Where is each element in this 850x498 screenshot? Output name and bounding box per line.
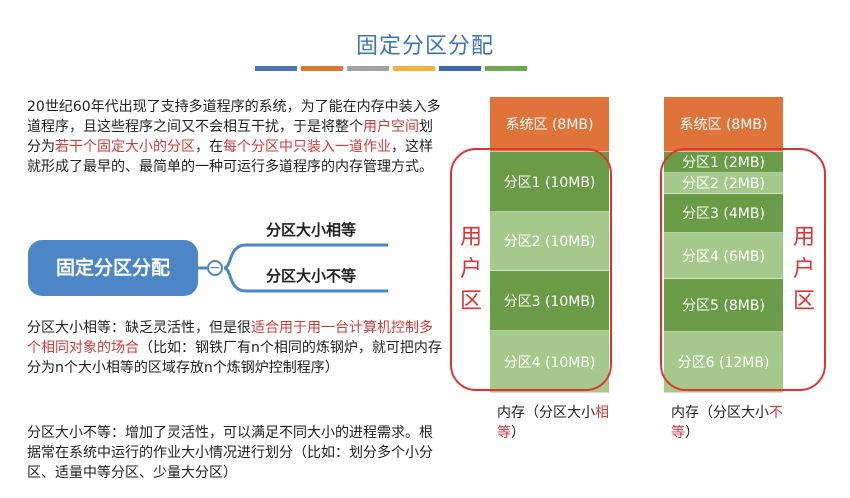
system-area-block: 系统区 (8MB): [490, 97, 609, 152]
unequal-size-description: 分区大小不等：增加了灵活性，可以满足不同大小的进程需求。根据常在系统中运行的作业…: [27, 425, 433, 481]
memory-equal-caption: 内存（分区大小相等）: [497, 405, 609, 441]
mindmap-branch-unequal: 分区大小不等: [266, 267, 357, 285]
collapse-toggle-icon[interactable]: −: [207, 260, 223, 276]
user-area-outline: [450, 148, 612, 391]
memory-unequal-caption: 内存（分区大小不等）: [671, 405, 783, 441]
user-area-outline: [660, 148, 826, 391]
partition-block: 分区2 (10MB): [490, 212, 609, 271]
partition-block: 分区1 (2MB): [664, 152, 783, 173]
highlight-suitable-scenario: 适合用于用一台计算机控制多个相同对象的场合: [27, 320, 433, 356]
mindmap-connectors: [198, 243, 388, 293]
partition-block: 分区3 (4MB): [664, 194, 783, 233]
user-area-label: 用 户 区: [792, 225, 815, 314]
partition-block: 分区4 (6MB): [664, 233, 783, 279]
highlight-fixed-partitions: 若干个固定大小的分区: [55, 139, 195, 155]
partition-block: 分区3 (10MB): [490, 271, 609, 331]
stripe-6: [485, 66, 527, 71]
stripe-3: [347, 66, 389, 71]
stripe-2: [301, 66, 343, 71]
page-title: 固定分区分配: [355, 34, 494, 59]
title-color-stripes: [255, 66, 527, 71]
highlight-one-job: 每个分区中只装入一道作业: [223, 139, 391, 155]
intro-paragraph: 20世纪60年代出现了支持多道程序的系统，为了能在内存中装入多道程序，且这些程序…: [27, 99, 441, 175]
memory-unequal-diagram: 系统区 (8MB) 分区1 (2MB) 分区2 (2MB) 分区3 (4MB) …: [664, 97, 783, 393]
highlight-user-space: 用户空间: [363, 119, 419, 135]
stripe-5: [439, 66, 481, 71]
equal-size-description: 分区大小相等：缺乏灵活性，但是很适合用于用一台计算机控制多个相同对象的场合（比如…: [27, 320, 442, 376]
mindmap-branch-equal: 分区大小相等: [266, 221, 357, 239]
partition-block: 分区5 (8MB): [664, 279, 783, 332]
partition-block: 分区2 (2MB): [664, 173, 783, 194]
partition-block: 分区4 (10MB): [490, 331, 609, 393]
stripe-1: [255, 66, 297, 71]
mindmap-center-node: 固定分区分配: [28, 240, 198, 296]
system-area-block: 系统区 (8MB): [664, 97, 783, 152]
user-area-label: 用 户 区: [459, 225, 482, 314]
stripe-4: [393, 66, 435, 71]
